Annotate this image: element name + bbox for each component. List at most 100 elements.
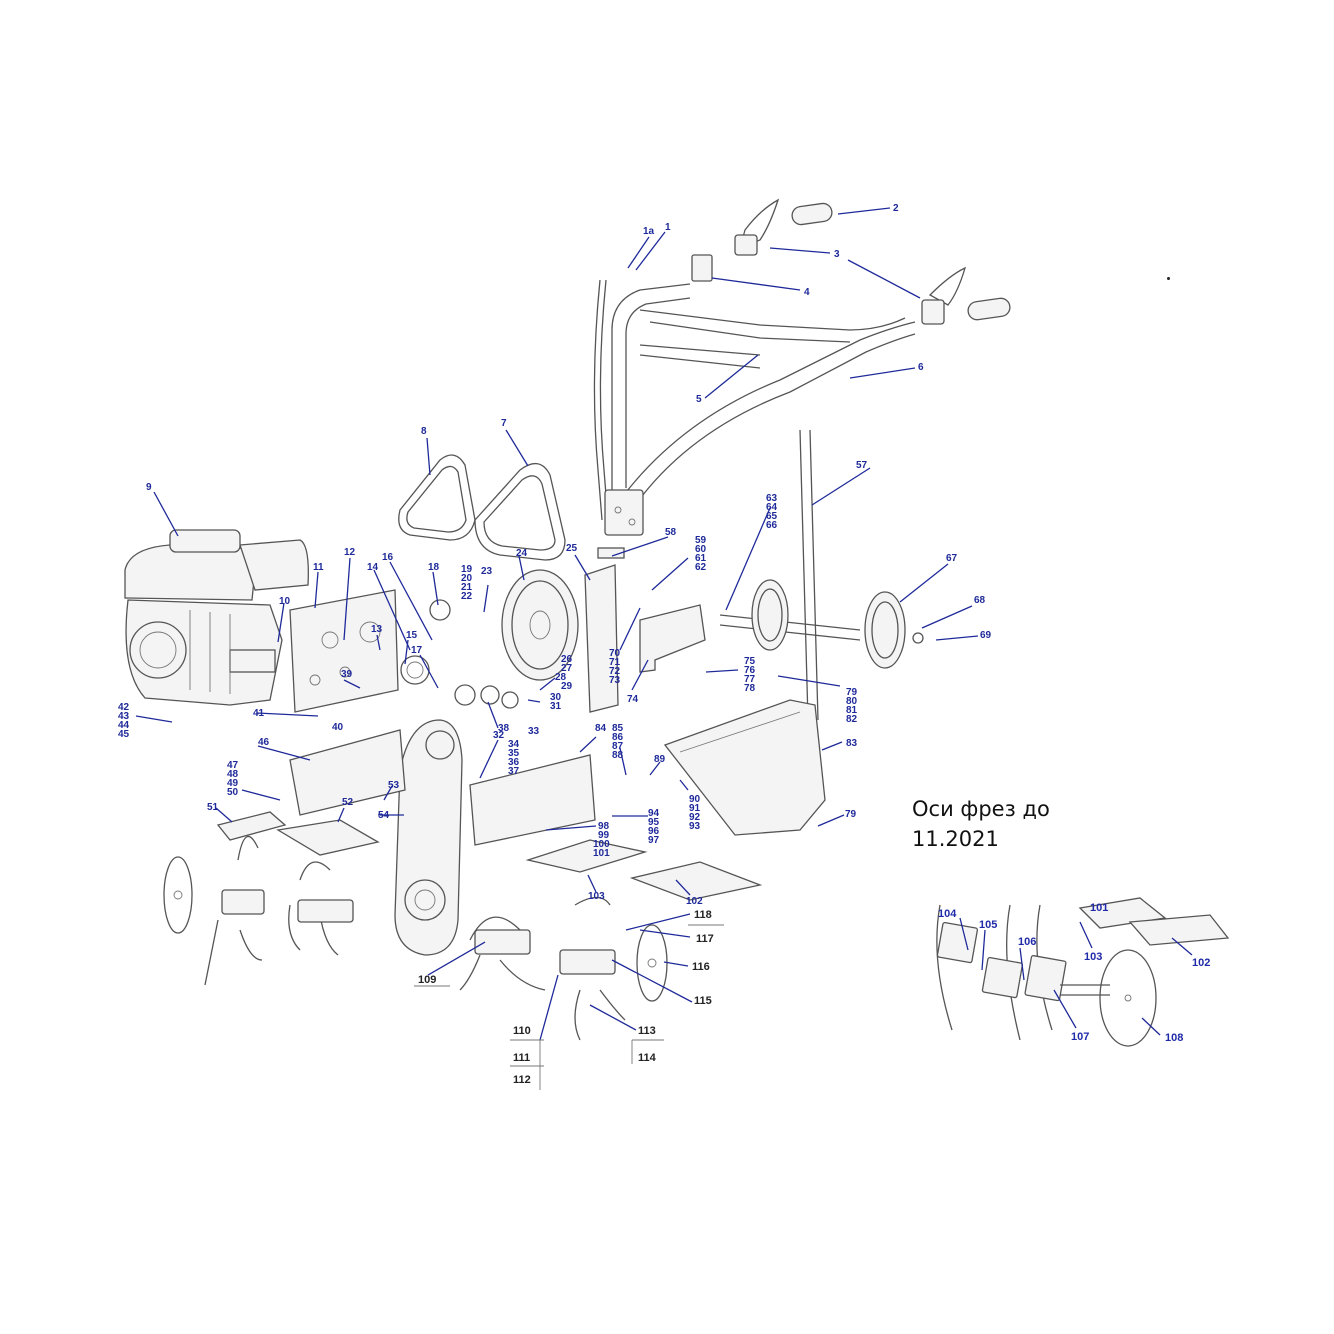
- tiller-right: [459, 896, 668, 1041]
- callout-35: 35: [508, 748, 520, 759]
- callout-25: 25: [566, 543, 578, 554]
- callout-1a: 1a: [643, 226, 655, 237]
- callout-47: 47: [227, 760, 239, 771]
- callout-3: 3: [834, 249, 840, 260]
- callout-64: 64: [766, 502, 778, 513]
- plates-101-102: [525, 839, 763, 901]
- note-line-1: Оси фрез до: [912, 797, 1050, 821]
- callout-62: 62: [695, 562, 707, 573]
- callout-51: 51: [207, 802, 219, 813]
- callout-81: 81: [846, 705, 858, 716]
- callout-74: 74: [627, 694, 639, 705]
- callout-79: 79: [846, 687, 858, 698]
- callout-90: 90: [689, 794, 701, 805]
- callout-88: 88: [612, 750, 624, 761]
- callout-112: 112: [513, 1074, 531, 1086]
- callout-71: 71: [609, 657, 621, 668]
- inset-callout-103: 103: [1084, 951, 1102, 963]
- note-tiller-axes: Оси фрез до 11.2021: [912, 794, 1050, 854]
- inset-labels: 104 105 106 101 103 102 107 108: [938, 902, 1210, 1044]
- callout-13: 13: [371, 624, 383, 635]
- callout-53: 53: [388, 780, 400, 791]
- leader-lines: [135, 207, 1193, 1041]
- callout-26: 26: [561, 654, 573, 665]
- callout-111: 111: [513, 1052, 530, 1064]
- callout-42: 42: [118, 702, 130, 713]
- callout-76: 76: [744, 665, 756, 676]
- callout-1: 1: [665, 222, 671, 233]
- callout-46: 46: [258, 737, 270, 748]
- grip-left: [691, 198, 833, 282]
- callout-102: 102: [686, 896, 703, 907]
- callout-103: 103: [588, 891, 605, 902]
- inset-callout-104: 104: [938, 908, 957, 920]
- callout-14: 14: [367, 562, 379, 573]
- callout-10: 10: [279, 596, 291, 607]
- gears: [400, 599, 519, 709]
- callout-4: 4: [804, 287, 810, 298]
- callout-24: 24: [516, 548, 528, 559]
- callout-80: 80: [846, 696, 858, 707]
- callout-2: 2: [893, 203, 899, 214]
- hood-83: [663, 699, 826, 836]
- callout-82: 82: [846, 714, 858, 725]
- callout-93: 93: [689, 821, 701, 832]
- tensioner-bracket-25: [584, 547, 625, 713]
- callout-54: 54: [378, 810, 390, 821]
- callout-52: 52: [342, 797, 354, 808]
- callout-39: 39: [341, 669, 353, 680]
- chain-case: [394, 719, 463, 956]
- v-belt-7: [474, 463, 566, 561]
- callout-60: 60: [695, 544, 707, 555]
- callout-8: 8: [421, 426, 427, 437]
- inset-tiller-axes: [936, 897, 1230, 1047]
- callout-30: 30: [550, 692, 562, 703]
- callout-43: 43: [118, 711, 130, 722]
- note-line-2: 11.2021: [912, 827, 999, 851]
- callout-29: 29: [561, 681, 573, 692]
- wheel-left: [751, 579, 789, 651]
- callout-37: 37: [508, 766, 520, 777]
- callout-23: 23: [481, 566, 493, 577]
- callout-63: 63: [766, 493, 778, 504]
- inset-callout-107: 107: [1071, 1031, 1089, 1043]
- frame-84: [469, 754, 596, 846]
- callout-77: 77: [744, 674, 756, 685]
- callout-49: 49: [227, 778, 239, 789]
- callout-94: 94: [648, 808, 660, 819]
- callout-18: 18: [428, 562, 440, 573]
- callout-100: 100: [593, 839, 610, 850]
- callout-6: 6: [918, 362, 924, 373]
- callout-59: 59: [695, 535, 707, 546]
- callout-9: 9: [146, 482, 152, 493]
- wheel-bracket: [639, 429, 861, 721]
- callout-58: 58: [665, 527, 677, 538]
- callout-7: 7: [501, 418, 507, 429]
- callout-84: 84: [595, 723, 607, 734]
- callout-19: 19: [461, 564, 473, 575]
- callout-28: 28: [555, 672, 567, 683]
- stray-dot: [1167, 277, 1170, 280]
- v-belt-8: [398, 454, 476, 541]
- inset-callout-102: 102: [1192, 957, 1210, 969]
- callout-92: 92: [689, 812, 701, 823]
- callout-12: 12: [344, 547, 356, 558]
- main-labels: 1a 1 2 3 4 5 6 7 8 9 10 11 12 13 14 15 1…: [118, 203, 992, 907]
- frame-46: [289, 729, 406, 816]
- side-plate-11: [289, 589, 399, 713]
- callout-45: 45: [118, 729, 130, 740]
- callout-34: 34: [508, 739, 520, 750]
- callout-110: 110: [513, 1025, 531, 1037]
- grip-right: [921, 266, 1011, 325]
- callout-87: 87: [612, 741, 624, 752]
- callout-96: 96: [648, 826, 660, 837]
- plates-51-52: [216, 811, 380, 856]
- callout-5: 5: [696, 394, 702, 405]
- callout-61: 61: [695, 553, 707, 564]
- callout-91: 91: [689, 803, 701, 814]
- callout-38: 38: [498, 723, 510, 734]
- wheel-right: [864, 591, 924, 669]
- tiller-labels: 109 110 111 112 113 114 115 116 117 118: [414, 909, 724, 1090]
- handle-assembly: [593, 279, 916, 536]
- engine: [124, 529, 309, 706]
